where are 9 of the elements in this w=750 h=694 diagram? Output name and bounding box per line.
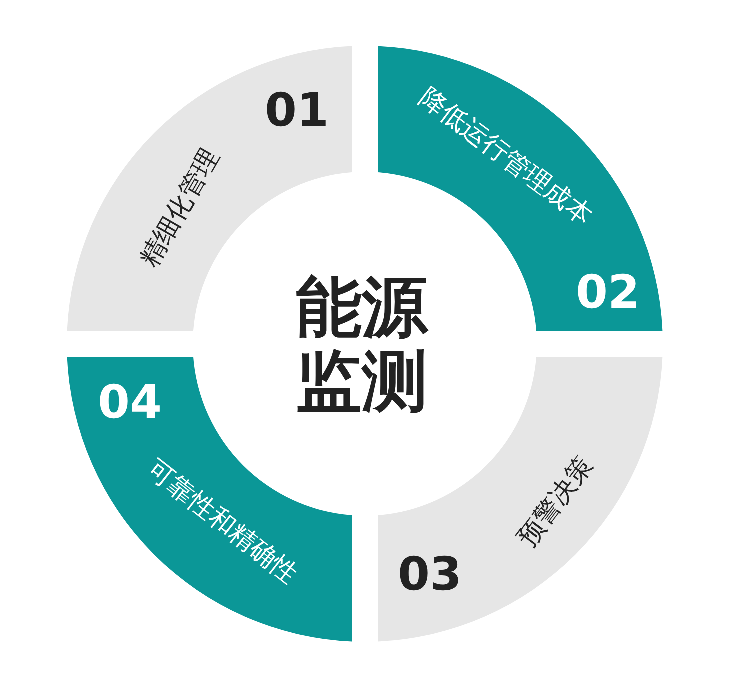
step-number: 03 [398, 551, 462, 597]
center-title: 能源监测 [295, 271, 430, 419]
step-number: 04 [98, 379, 162, 425]
segment-label: 精细化管理 [136, 145, 224, 271]
step-number: 02 [576, 269, 640, 315]
segment-label: 预警决策 [514, 452, 598, 552]
segment-label: 可靠性和精确性 [142, 456, 302, 588]
step-number: 01 [265, 87, 329, 133]
segment-label: 降低运行管理成本 [415, 84, 597, 230]
